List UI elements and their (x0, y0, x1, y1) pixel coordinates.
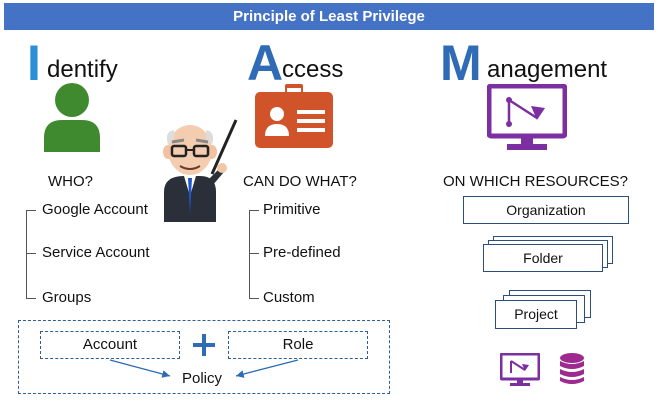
access-initial: A (247, 35, 284, 91)
monitor-icon (487, 84, 567, 150)
title-banner (4, 3, 654, 30)
identify-item-groups: Groups (42, 289, 92, 306)
policy-arrows (109, 359, 299, 378)
database-icon (560, 353, 584, 384)
identify-initial: I (27, 35, 41, 91)
identify-heading: dentify (47, 56, 118, 83)
access-item-primitive: Primitive (263, 201, 321, 218)
access-item-custom: Custom (263, 289, 315, 306)
tree-tick (249, 253, 259, 254)
identify-item-google-account: Google Account (42, 201, 148, 218)
management-question: ON WHICH RESOURCES? (443, 173, 629, 190)
identify-question: WHO? (48, 173, 93, 190)
hierarchy-folder: Folder (483, 244, 603, 272)
id-badge-icon (255, 84, 333, 148)
page-title: Principle of Least Privilege (233, 8, 425, 25)
policy-container (18, 320, 390, 394)
policy-role: Role (228, 331, 368, 359)
tree-tick (26, 210, 36, 211)
tree-tick (26, 298, 36, 299)
policy-account: Account (40, 331, 180, 359)
identify-item-service-account: Service Account (42, 244, 150, 261)
professor-illustration (163, 119, 238, 222)
access-tree-line (249, 210, 250, 298)
access-item-pre-defined: Pre-defined (263, 244, 341, 261)
user-icon (44, 83, 100, 152)
policy-result: Policy (182, 370, 223, 387)
identify-tree-line (26, 210, 27, 298)
hierarchy-organization: Organization (463, 196, 629, 224)
tree-tick (249, 210, 259, 211)
access-heading: ccess (282, 56, 344, 83)
plus-icon-vertical (202, 334, 206, 356)
access-question: CAN DO WHAT? (243, 173, 357, 190)
monitor-icon-small (500, 353, 540, 386)
hierarchy-project: Project (495, 300, 577, 329)
management-heading: anagement (487, 56, 608, 83)
tree-tick (26, 253, 36, 254)
tree-tick (249, 298, 259, 299)
management-initial: M (440, 35, 482, 91)
